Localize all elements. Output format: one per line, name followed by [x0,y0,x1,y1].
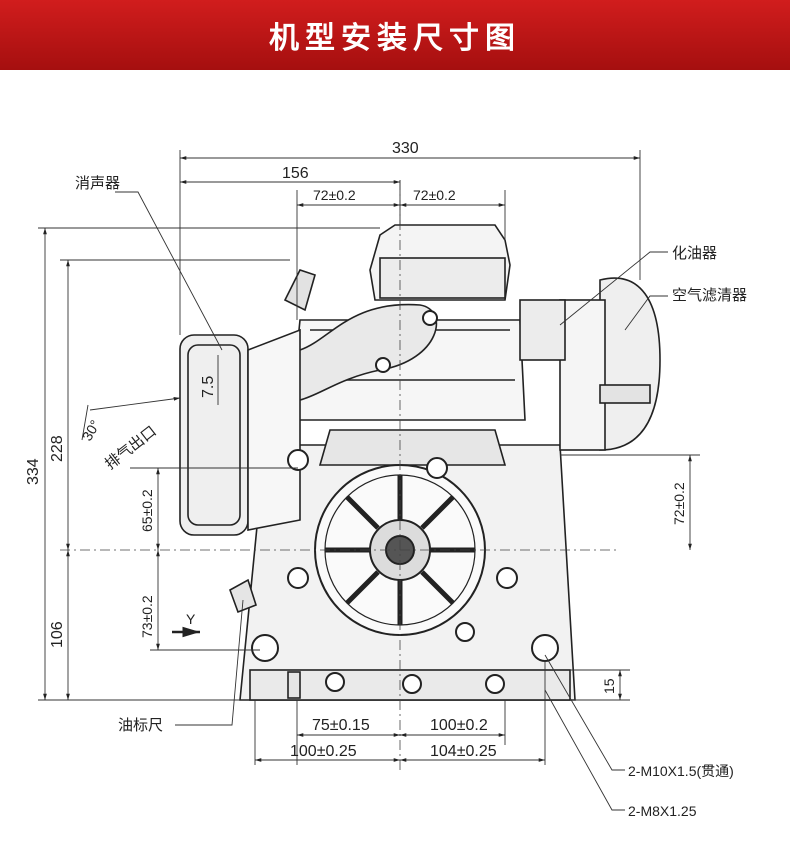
dim-106: 106 [49,621,66,648]
dim-15: 15 [601,678,617,694]
dim-334: 334 [25,458,42,485]
dim-65: 65±0.2 [139,489,155,532]
mounting-bolts [251,310,559,694]
dipstick [229,578,301,699]
title-banner: 机型安装尺寸图 [0,0,790,70]
label-exhaust-outlet: 排气出口 [102,423,160,473]
label-bolt-m8: 2-M8X1.25 [628,803,697,819]
label-dipstick: 油标尺 [118,717,163,734]
leader-lines [81,191,668,811]
dim-100-inner: 100±0.2 [430,717,488,734]
view-arrow-y: Y [172,611,200,638]
view-y-label: Y [186,611,196,627]
dim-228: 228 [49,435,66,462]
dim-100-outer: 100±0.25 [290,743,357,760]
page-title: 机型安装尺寸图 [269,21,521,56]
dim-104: 104±0.25 [430,743,497,760]
dim-72-vertical: 72±0.2 [671,482,687,525]
dim-7-5: 7.5 [200,376,217,398]
engine-outline [179,224,661,701]
dim-72-left: 72±0.2 [313,187,356,203]
centerlines [60,180,620,770]
dim-330: 330 [392,140,419,157]
dim-73: 73±0.2 [139,595,155,638]
label-bolt-m10: 2-M10X1.5(贯通) [628,763,734,779]
label-muffler: 消声器 [75,174,120,192]
dim-75: 75±0.15 [312,717,370,734]
dimension-lines [38,150,700,765]
label-carburetor: 化油器 [672,245,717,262]
dim-72-right: 72±0.2 [413,187,456,203]
label-air-filter: 空气滤清器 [672,287,747,304]
dim-156: 156 [282,165,309,182]
